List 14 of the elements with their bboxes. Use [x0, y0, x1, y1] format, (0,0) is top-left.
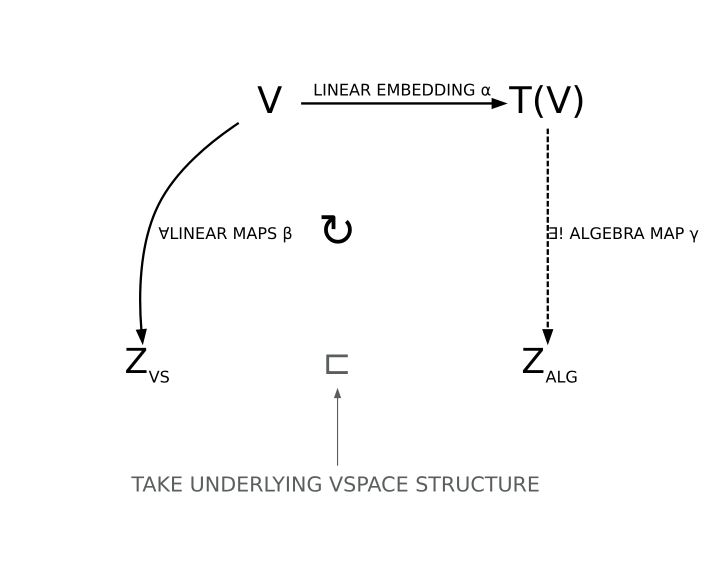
label: ↻: [318, 203, 356, 258]
node-text: ⊏: [322, 342, 351, 383]
node-text: T(V): [508, 78, 586, 122]
node-text: TAKE UNDERLYING VSPACE STRUCTURE: [130, 472, 540, 497]
arrow: [135, 122, 239, 346]
node-text: V: [256, 78, 282, 122]
node-text: Z$_{VS}$: [124, 342, 170, 386]
edge-label: ∃! ALGEBRA MAP γ: [547, 224, 698, 244]
arrow: [333, 388, 341, 466]
arrow: [300, 98, 508, 110]
node-text: Z$_{ALG}$: [520, 342, 578, 386]
edge-label: LINEAR EMBEDDING α: [312, 80, 491, 100]
edge-label: ∀LINEAR MAPS β: [158, 224, 292, 244]
arrow: [542, 128, 553, 346]
